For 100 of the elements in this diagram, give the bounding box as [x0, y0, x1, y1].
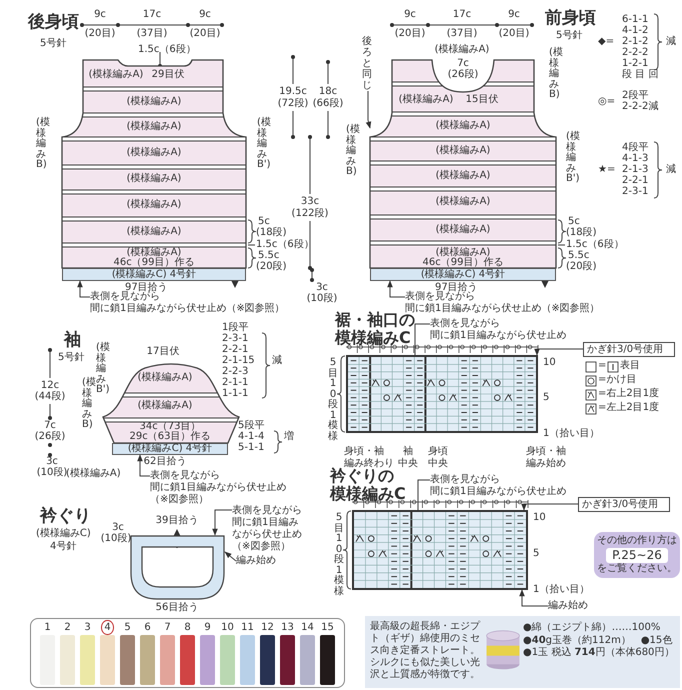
- note-text: 間に鎖1目編みながら伏せ止め: [150, 482, 286, 494]
- annotation-label: 9c: [508, 9, 520, 21]
- annotation-label: 9c: [199, 9, 211, 21]
- annotation-label: 2-1-2: [622, 36, 648, 48]
- color-number: 13: [280, 621, 295, 634]
- annotation-label: (122段): [292, 208, 328, 220]
- leader-arrow: [224, 552, 236, 562]
- note-text: 表側を見ながら: [150, 470, 221, 482]
- annotation-label: 4-1-2: [622, 25, 648, 36]
- annotation-label: 10: [543, 357, 556, 369]
- annotation-label: 2-3-1: [622, 186, 648, 198]
- description-text: 最高級の超長綿・エジプト（ギザ）綿使用のミセス向き定番ストレート。シルクにも似た美しい光沢と上質感が特徴です。: [370, 621, 482, 681]
- spec-text: ●1玉 税込 714円（本体680円）: [523, 647, 676, 660]
- annotation-label: 1.5c（6段）: [256, 239, 314, 250]
- annotation-label: 9c: [94, 9, 106, 21]
- annotation-label: (18段): [256, 227, 287, 239]
- note-text: 間に鎖1目編みながら伏せ止め（※図参照）: [90, 303, 285, 315]
- badge-text: その他の作り方は: [597, 535, 677, 548]
- annotation-label: 62目拾う: [144, 456, 186, 468]
- annotation-label: =左上2目1度: [598, 402, 660, 414]
- pattern-label: (模様編みA): [126, 97, 182, 107]
- note-text: 表側を見ながら: [430, 474, 501, 486]
- note-text: 表側を見ながら: [232, 505, 302, 517]
- annotation-label: 9c: [404, 9, 416, 21]
- annotation-label: (20段): [256, 261, 287, 273]
- pattern-label: (模様編みA): [436, 121, 490, 131]
- pattern-label: (模様編みA): [126, 174, 182, 184]
- annotation-label: 5-1-1: [238, 442, 264, 454]
- leader-arrow: [387, 280, 406, 298]
- annotation-label: 3c: [112, 522, 124, 533]
- annotation-label: =かけ目: [598, 374, 636, 386]
- pattern-label: (模様編みA): [126, 227, 182, 237]
- annotation-label: 編み始め: [526, 458, 566, 470]
- annotation-label: (18段): [566, 227, 597, 239]
- annotation-label: 18c: [318, 86, 338, 98]
- color-number: 8: [183, 621, 192, 634]
- annotation-label: 2-3-1: [222, 333, 248, 344]
- annotation-label: (模様編みA): [434, 44, 490, 56]
- color-number: 9: [203, 621, 212, 634]
- pattern-label: (模様編みA): [138, 373, 192, 383]
- annotation-label: 2-2-2: [622, 47, 648, 58]
- annotation-label: 56目拾う: [156, 602, 198, 614]
- leader-arrow: [519, 589, 548, 606]
- leader-arrow: [534, 348, 584, 356]
- annotation-label: (模様編みA): [66, 468, 121, 480]
- color-number: 12: [260, 621, 275, 634]
- spec-text: ●40g玉巻（約112m） ●15色: [523, 634, 674, 646]
- spec-text: ●綿（エジプト綿）……100%: [523, 622, 662, 634]
- note-text: 表側を見ながら: [405, 291, 476, 303]
- annotation-label: 4-1-4: [238, 431, 264, 442]
- knitting-chart: [352, 510, 528, 590]
- annotation-label: 5号針: [556, 30, 582, 42]
- annotation-label: 10: [533, 512, 546, 524]
- callout-box: [583, 342, 675, 357]
- badge-text: をご覧ください。: [597, 562, 677, 575]
- color-number: 1: [43, 621, 52, 634]
- annotation-label: 段 目 回: [622, 69, 658, 81]
- annotation-label: 19.5c: [279, 86, 307, 98]
- annotation-label: (10段): [306, 293, 338, 305]
- annotation-label: 2-2-1: [222, 344, 248, 356]
- annotation-label: 4号針: [50, 541, 76, 553]
- annotation-label: (10段): [36, 467, 68, 479]
- note-text: ながら伏せ止め: [232, 529, 302, 540]
- pattern-label: (模様編みA): [436, 171, 490, 181]
- annotation-label: 減: [272, 355, 282, 367]
- leader-line: [418, 480, 430, 510]
- color-number: 7: [163, 621, 172, 634]
- annotation-label: 表目: [620, 360, 640, 372]
- annotation-label: 5.5c: [568, 250, 590, 261]
- annotation-label: 増: [284, 431, 294, 443]
- section-title: 後身頃: [28, 12, 79, 32]
- annotation-label: 3c: [46, 456, 58, 467]
- annotation-label: 2-2-3: [222, 366, 248, 378]
- pattern-label: 15目伏: [466, 95, 498, 105]
- leader-arrow: [77, 280, 90, 298]
- page-reference: P.25~26: [606, 548, 668, 562]
- ribbing-band: [370, 268, 556, 281]
- info-badge: [594, 532, 680, 578]
- pattern-label: 46c（99目）作る: [114, 258, 194, 268]
- annotation-label: (72段): [278, 98, 308, 110]
- color-number: 5: [123, 621, 132, 634]
- pattern-label: (模様編みA): [436, 197, 490, 207]
- pattern-label: (模様編みC) 4号針: [420, 270, 506, 280]
- pattern-label: (模様編みA): [398, 95, 454, 105]
- annotation-label: 1（拾い目）: [533, 584, 590, 596]
- annotation-label: (10段): [100, 533, 132, 545]
- pattern-label: 46c（99目）作る: [422, 258, 504, 268]
- annotation-label: 1.5c（6段）: [138, 44, 196, 56]
- annotation-label: 5c: [258, 216, 270, 227]
- product-panel: [365, 616, 680, 688]
- annotation-label: 身頃・袖: [344, 446, 384, 458]
- annotation-label: 2-2-1: [622, 175, 648, 186]
- annotation-label: (20目): [394, 28, 426, 40]
- annotation-label: 2-2-2減: [622, 101, 658, 113]
- pattern-label: 7c: [457, 59, 469, 69]
- note-text: 間に鎖1目編みながら伏せ止め（※図参照）: [405, 303, 600, 314]
- annotation-label: (66段): [312, 98, 344, 110]
- pattern-label: (模様編みA): [126, 148, 182, 158]
- leader-arrow: [366, 90, 372, 129]
- annotation-label: (37目): [446, 28, 478, 40]
